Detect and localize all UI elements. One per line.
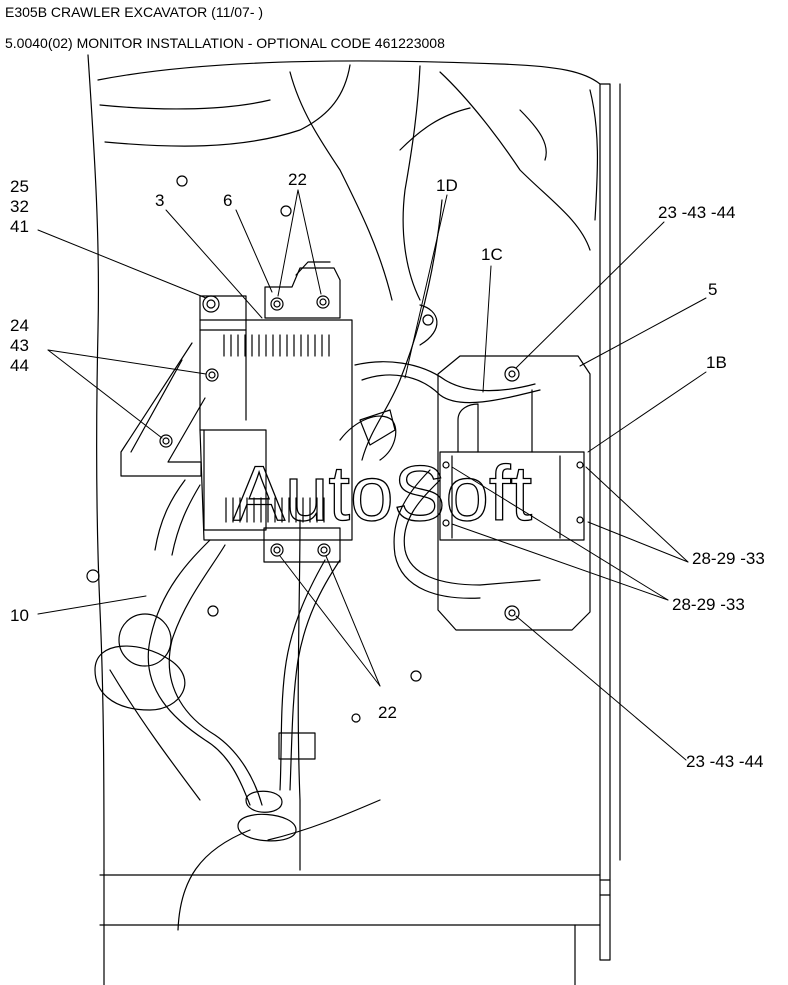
- callout-24: 24: [10, 316, 29, 335]
- callout-22-bottom: 22: [378, 703, 397, 722]
- left-bracket: [120, 342, 206, 477]
- panel-holes: [86, 175, 434, 723]
- callout-6: 6: [223, 191, 232, 210]
- callout-32: 32: [10, 197, 29, 216]
- callout-28-b: 28-29 -33: [672, 595, 745, 614]
- callout-22-top: 22: [288, 170, 307, 189]
- callout-1b: 1B: [706, 353, 727, 372]
- watermark: AutoSoft: [233, 449, 533, 537]
- callout-44: 44: [10, 356, 29, 375]
- callout-28-a: 28-29 -33: [692, 549, 765, 568]
- wire-harness: [94, 199, 541, 931]
- callout-23-top: 23 -43 -44: [658, 203, 736, 222]
- vent-slots: [223, 334, 330, 523]
- model-title: E305B CRAWLER EXCAVATOR (11/07- ): [5, 4, 264, 20]
- callout-23-bottom: 23 -43 -44: [686, 752, 764, 771]
- callout-labels: 25 32 41 3 6 22 1D 1C 23 -43 -44 5 1B 24…: [10, 170, 765, 771]
- callout-5: 5: [708, 280, 717, 299]
- callout-3: 3: [155, 191, 164, 210]
- callout-10: 10: [10, 606, 29, 625]
- callout-25: 25: [10, 177, 29, 196]
- leader-lines: [37, 189, 707, 761]
- controller-housing: [437, 355, 591, 631]
- callout-1c: 1C: [481, 245, 503, 264]
- section-title: 5.0040(02) MONITOR INSTALLATION - OPTION…: [5, 35, 445, 51]
- monitor-bracket: [199, 261, 353, 563]
- fasteners: [159, 295, 584, 621]
- callout-1d: 1D: [436, 176, 458, 195]
- cab-body-outline: [87, 54, 621, 985]
- callout-43: 43: [10, 336, 29, 355]
- callout-41: 41: [10, 217, 29, 236]
